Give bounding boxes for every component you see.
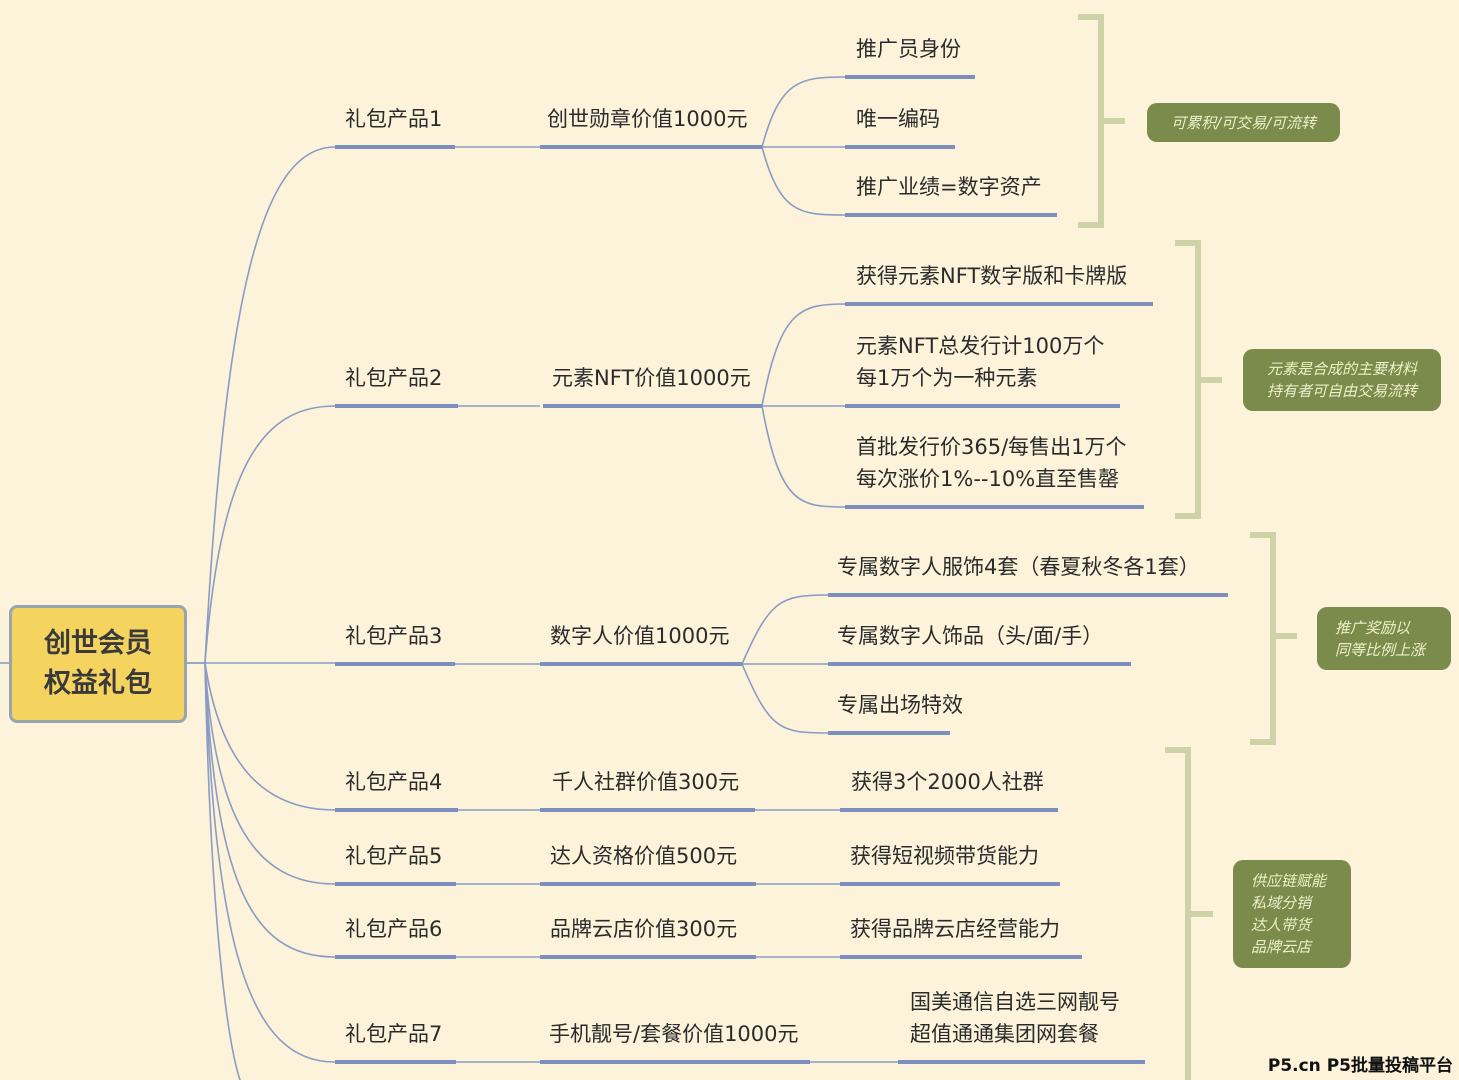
root-title-line2: 权益礼包 — [44, 668, 152, 699]
item[interactable]: 超值通通集团网套餐 — [910, 1022, 1099, 1046]
note-text: 达人带货 — [1251, 916, 1312, 934]
branch-label-1[interactable]: 礼包产品1 — [345, 107, 443, 131]
branch-value-4[interactable]: 千人社群价值300元 — [552, 770, 740, 794]
note-text: 品牌云店 — [1251, 938, 1312, 956]
branch-label-3[interactable]: 礼包产品3 — [345, 624, 443, 648]
note-text: 持有者可自由交易流转 — [1266, 382, 1417, 400]
item[interactable]: 专属数字人饰品（头/面/手） — [837, 624, 1104, 648]
item[interactable]: 获得短视频带货能力 — [850, 844, 1039, 868]
watermark: P5.cn P5批量投稿平台 — [1267, 1056, 1453, 1076]
item[interactable]: 首批发行价365/每售出1万个 — [856, 435, 1127, 459]
item[interactable]: 获得元素NFT数字版和卡牌版 — [856, 264, 1128, 288]
item[interactable]: 每1万个为一种元素 — [856, 366, 1038, 390]
item[interactable]: 获得3个2000人社群 — [851, 770, 1044, 794]
item[interactable]: 专属出场特效 — [837, 693, 963, 717]
root-title-line1: 创世会员 — [44, 628, 152, 659]
branch-value-1[interactable]: 创世勋章价值1000元 — [547, 107, 748, 131]
item[interactable]: 专属数字人服饰4套（春夏秋冬各1套） — [837, 555, 1200, 579]
note-box-1[interactable]: 可累积/可交易/可流转 — [1147, 103, 1340, 142]
branch-label-5[interactable]: 礼包产品5 — [345, 844, 443, 868]
root-node[interactable]: 创世会员 权益礼包 — [9, 605, 187, 723]
item[interactable]: 获得品牌云店经营能力 — [850, 917, 1060, 941]
note-text: 元素是合成的主要材料 — [1266, 360, 1417, 378]
branch-label-6[interactable]: 礼包产品6 — [345, 917, 443, 941]
branch-label-2[interactable]: 礼包产品2 — [345, 366, 443, 390]
branch-value-7[interactable]: 手机靓号/套餐价值1000元 — [549, 1022, 799, 1046]
branch-value-6[interactable]: 品牌云店价值300元 — [550, 917, 738, 941]
item[interactable]: 唯一编码 — [856, 107, 940, 131]
item[interactable]: 每次涨价1%--10%直至售罄 — [856, 467, 1120, 491]
note-box-3[interactable]: 推广奖励以 同等比例上涨 — [1317, 607, 1451, 670]
branch-label-7[interactable]: 礼包产品7 — [345, 1022, 443, 1046]
note-text: 可累积/可交易/可流转 — [1170, 113, 1317, 132]
brackets — [1078, 14, 1297, 1080]
underlines — [335, 75, 1228, 1064]
branch-value-2[interactable]: 元素NFT价值1000元 — [552, 366, 751, 390]
item[interactable]: 国美通信自选三网靓号 — [910, 990, 1120, 1014]
note-text: 同等比例上涨 — [1335, 640, 1426, 659]
item[interactable]: 元素NFT总发行计100万个 — [856, 334, 1105, 358]
branch-label-4[interactable]: 礼包产品4 — [345, 770, 443, 794]
note-box-2[interactable]: 元素是合成的主要材料 持有者可自由交易流转 — [1243, 349, 1441, 411]
note-text: 推广奖励以 — [1335, 618, 1411, 637]
note-text: 私域分销 — [1251, 894, 1312, 912]
branch-value-5[interactable]: 达人资格价值500元 — [550, 844, 738, 868]
note-box-4[interactable]: 供应链赋能 私域分销 达人带货 品牌云店 — [1233, 860, 1351, 968]
item[interactable]: 推广业绩=数字资产 — [856, 175, 1042, 199]
item[interactable]: 推广员身份 — [856, 37, 961, 61]
branch-value-3[interactable]: 数字人价值1000元 — [550, 624, 730, 648]
note-text: 供应链赋能 — [1251, 872, 1327, 890]
